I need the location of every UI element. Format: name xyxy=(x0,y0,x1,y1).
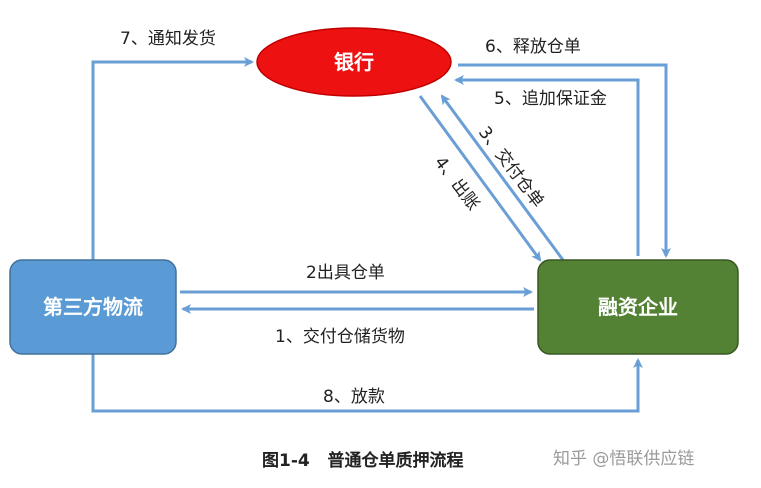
label-release-receipt: 6、释放仓单 xyxy=(485,37,581,57)
arrow-add-margin xyxy=(454,75,640,256)
arrow-deliver-receipt xyxy=(440,94,565,261)
arrow-notify-shipment xyxy=(91,57,254,262)
node-bank: 银行 xyxy=(256,27,452,97)
label-deliver-goods: 1、交付仓储货物 xyxy=(275,327,405,347)
arrow-release-receipt xyxy=(458,63,671,258)
label-loan: 8、放款 xyxy=(323,387,385,407)
label-notify-shipment: 7、通知发货 xyxy=(120,29,216,49)
node-bank-label: 银行 xyxy=(334,50,374,74)
node-enterprise-label: 融资企业 xyxy=(598,295,678,319)
node-enterprise: 融资企业 xyxy=(537,259,739,355)
watermark: 知乎 @悟联供应链 xyxy=(553,449,694,469)
arrow-issue-loan-account xyxy=(418,95,542,262)
label-deliver-receipt: 3、交付仓单 xyxy=(474,123,548,212)
arrow-loan xyxy=(91,354,643,413)
node-logistics: 第三方物流 xyxy=(9,259,177,355)
node-logistics-label: 第三方物流 xyxy=(43,295,143,319)
label-issue-receipt: 2出具仓单 xyxy=(306,263,385,283)
label-add-margin: 5、追加保证金 xyxy=(494,89,607,109)
label-issue-loan-account: 4、出账 xyxy=(430,153,483,214)
figure-caption: 图1-4 普通仓单质押流程 xyxy=(262,450,463,471)
